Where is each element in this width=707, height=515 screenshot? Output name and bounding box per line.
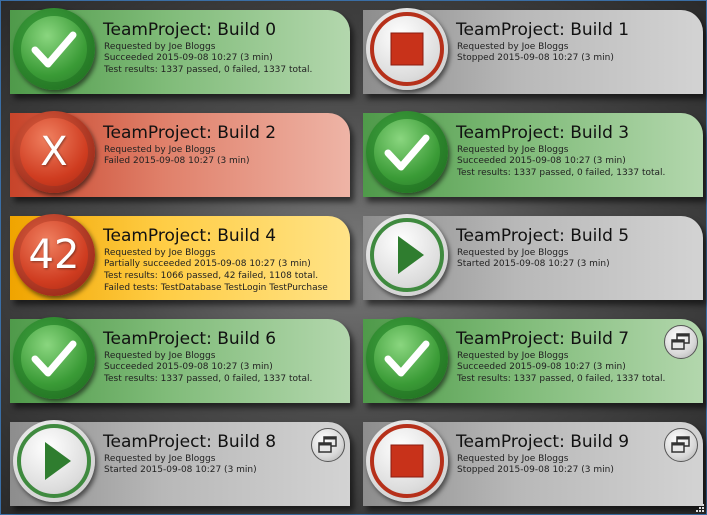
success-badge — [13, 317, 95, 399]
requested-by: Requested by Joe Bloggs — [457, 42, 569, 52]
checkmark-icon — [384, 134, 430, 171]
success-badge — [366, 317, 448, 399]
build-status-text: Started 2015-09-08 10:27 (3 min) — [457, 259, 610, 269]
build-title: TeamProject: Build 5 — [456, 226, 630, 246]
build-tile-4[interactable]: 42 TeamProject: Build 4 Requested by Joe… — [10, 214, 350, 300]
stopped-badge — [366, 420, 448, 502]
failed-count: 42 — [28, 232, 80, 278]
build-tile-5[interactable]: TeamProject: Build 5 Requested by Joe Bl… — [363, 214, 703, 300]
open-windows-button[interactable] — [664, 428, 698, 462]
build-title: TeamProject: Build 4 — [103, 226, 277, 246]
requested-by: Requested by Joe Bloggs — [104, 145, 216, 155]
test-results: Test results: 1337 passed, 0 failed, 133… — [104, 374, 313, 384]
build-status-text: Succeeded 2015-09-08 10:27 (3 min) — [457, 156, 626, 166]
build-tile-3[interactable]: TeamProject: Build 3 Requested by Joe Bl… — [363, 111, 703, 197]
build-tile-9[interactable]: TeamProject: Build 9 Requested by Joe Bl… — [363, 420, 703, 506]
requested-by: Requested by Joe Bloggs — [104, 351, 216, 361]
build-tile-8[interactable]: TeamProject: Build 8 Requested by Joe Bl… — [10, 420, 350, 506]
success-badge — [366, 111, 448, 193]
checkmark-icon — [384, 340, 430, 377]
resize-grip-icon[interactable] — [695, 503, 705, 513]
started-badge — [366, 214, 448, 296]
started-badge — [13, 420, 95, 502]
build-status-text: Succeeded 2015-09-08 10:27 (3 min) — [457, 362, 626, 372]
open-windows-button[interactable] — [311, 428, 345, 462]
build-status-text: Succeeded 2015-09-08 10:27 (3 min) — [104, 362, 273, 372]
test-results: Test results: 1337 passed, 0 failed, 133… — [457, 374, 666, 384]
requested-by: Requested by Joe Bloggs — [457, 145, 569, 155]
windows-icon — [318, 436, 337, 453]
play-icon — [398, 236, 424, 274]
test-results: Test results: 1337 passed, 0 failed, 133… — [457, 168, 666, 178]
failure-badge: X — [13, 111, 95, 193]
build-title: TeamProject: Build 0 — [103, 20, 277, 40]
build-tile-7[interactable]: TeamProject: Build 7 Requested by Joe Bl… — [363, 317, 703, 403]
x-icon: X — [40, 129, 68, 175]
windows-icon — [671, 436, 690, 453]
build-title: TeamProject: Build 9 — [456, 432, 630, 452]
build-tile-0[interactable]: TeamProject: Build 0 Requested by Joe Bl… — [10, 8, 350, 94]
test-results: Test results: 1337 passed, 0 failed, 133… — [104, 65, 313, 75]
requested-by: Requested by Joe Bloggs — [104, 248, 216, 258]
requested-by: Requested by Joe Bloggs — [104, 454, 216, 464]
checkmark-icon — [31, 31, 77, 68]
stop-icon — [390, 32, 424, 66]
play-icon — [45, 442, 71, 480]
build-tile-6[interactable]: TeamProject: Build 6 Requested by Joe Bl… — [10, 317, 350, 403]
build-tile-1[interactable]: TeamProject: Build 1 Requested by Joe Bl… — [363, 8, 703, 94]
requested-by: Requested by Joe Bloggs — [104, 42, 216, 52]
build-status-text: Stopped 2015-09-08 10:27 (3 min) — [457, 465, 614, 475]
stopped-badge — [366, 8, 448, 90]
build-title: TeamProject: Build 1 — [456, 20, 630, 40]
build-status-text: Partially succeeded 2015-09-08 10:27 (3 … — [104, 259, 311, 269]
stop-icon — [390, 444, 424, 478]
build-tile-2[interactable]: X TeamProject: Build 2 Requested by Joe … — [10, 111, 350, 197]
checkmark-icon — [31, 340, 77, 377]
build-title: TeamProject: Build 3 — [456, 123, 630, 143]
build-title: TeamProject: Build 8 — [103, 432, 277, 452]
open-windows-button[interactable] — [664, 325, 698, 359]
failed-tests: Failed tests: TestDatabase TestLogin Tes… — [104, 283, 328, 293]
requested-by: Requested by Joe Bloggs — [457, 248, 569, 258]
requested-by: Requested by Joe Bloggs — [457, 351, 569, 361]
build-status-text: Started 2015-09-08 10:27 (3 min) — [104, 465, 257, 475]
build-title: TeamProject: Build 6 — [103, 329, 277, 349]
build-title: TeamProject: Build 2 — [103, 123, 277, 143]
build-title: TeamProject: Build 7 — [456, 329, 630, 349]
test-results: Test results: 1066 passed, 42 failed, 11… — [104, 271, 319, 281]
partial-badge: 42 — [13, 214, 95, 296]
requested-by: Requested by Joe Bloggs — [457, 454, 569, 464]
build-status-text: Stopped 2015-09-08 10:27 (3 min) — [457, 53, 614, 63]
success-badge — [13, 8, 95, 90]
windows-icon — [671, 333, 690, 350]
build-status-text: Failed 2015-09-08 10:27 (3 min) — [104, 156, 250, 166]
build-status-text: Succeeded 2015-09-08 10:27 (3 min) — [104, 53, 273, 63]
